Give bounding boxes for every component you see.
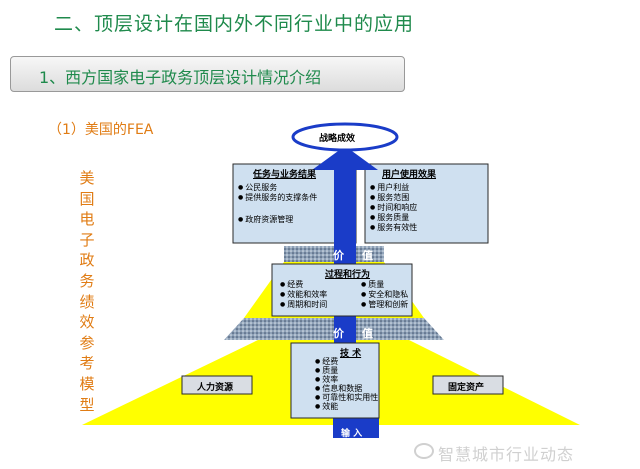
process-item: 效能和效率 [280, 290, 327, 299]
process-item: 周期和时间 [280, 300, 327, 309]
customer-item: 服务有效性 [370, 223, 417, 232]
process-item: 经费 [280, 280, 303, 289]
value-label-lower-2: 值 [362, 327, 373, 340]
customer-item: 时间和响应 [370, 203, 417, 212]
tech-item: 质量 [315, 366, 338, 375]
value-label-upper-1: 价 [333, 249, 344, 262]
vertical-title: 美国电子政务绩效参考模型 [79, 169, 95, 414]
side-box-left [181, 375, 253, 395]
process-item: 质量 [361, 280, 384, 289]
side-label-left: 人力资源 [197, 383, 234, 393]
customer-item: 用户利益 [370, 183, 409, 192]
value-label-lower-1: 价 [333, 327, 344, 340]
section-header: 1、西方国家电子政务顶层设计情况介绍 [10, 56, 405, 92]
tech-item: 信息和数据 [315, 384, 362, 393]
strategy-label: 战略成效 [319, 134, 356, 144]
watermark: 智慧城市行业动态 [438, 445, 575, 464]
strategy-ellipse [291, 122, 399, 152]
mission-item: 提供服务的支撑条件 [238, 193, 350, 202]
mission-item: 公民服务 [238, 183, 277, 192]
mission-item: 政府资源管理 [238, 215, 293, 224]
mission-title: 任务与业务结果 [253, 170, 317, 180]
side-box-right [432, 375, 504, 395]
tech-item: 效率 [315, 375, 338, 384]
process-item: 管理和创新 [361, 300, 408, 309]
section-title: 1、西方国家电子政务顶层设计情况介绍 [39, 68, 322, 87]
tech-item: 可靠性和实用性 [315, 393, 378, 402]
value-label-upper-2: 值 [362, 249, 373, 262]
customer-title: 用户使用效果 [382, 170, 437, 180]
tech-item: 经费 [315, 357, 338, 366]
tech-title: 技 术 [340, 349, 362, 359]
page-title: 二、顶层设计在国内外不同行业中的应用 [54, 13, 415, 35]
input-label: 输 入 [341, 429, 363, 439]
tech-item: 效能 [315, 402, 338, 411]
customer-item: 服务范围 [370, 193, 409, 202]
wechat-icon [414, 443, 434, 459]
side-label-right: 固定资产 [448, 383, 485, 393]
subtitle: （1）美国的FEA [48, 122, 154, 138]
process-item: 安全和隐私 [361, 290, 408, 299]
process-title: 过程和行为 [325, 270, 371, 280]
customer-item: 服务质量 [370, 213, 409, 222]
